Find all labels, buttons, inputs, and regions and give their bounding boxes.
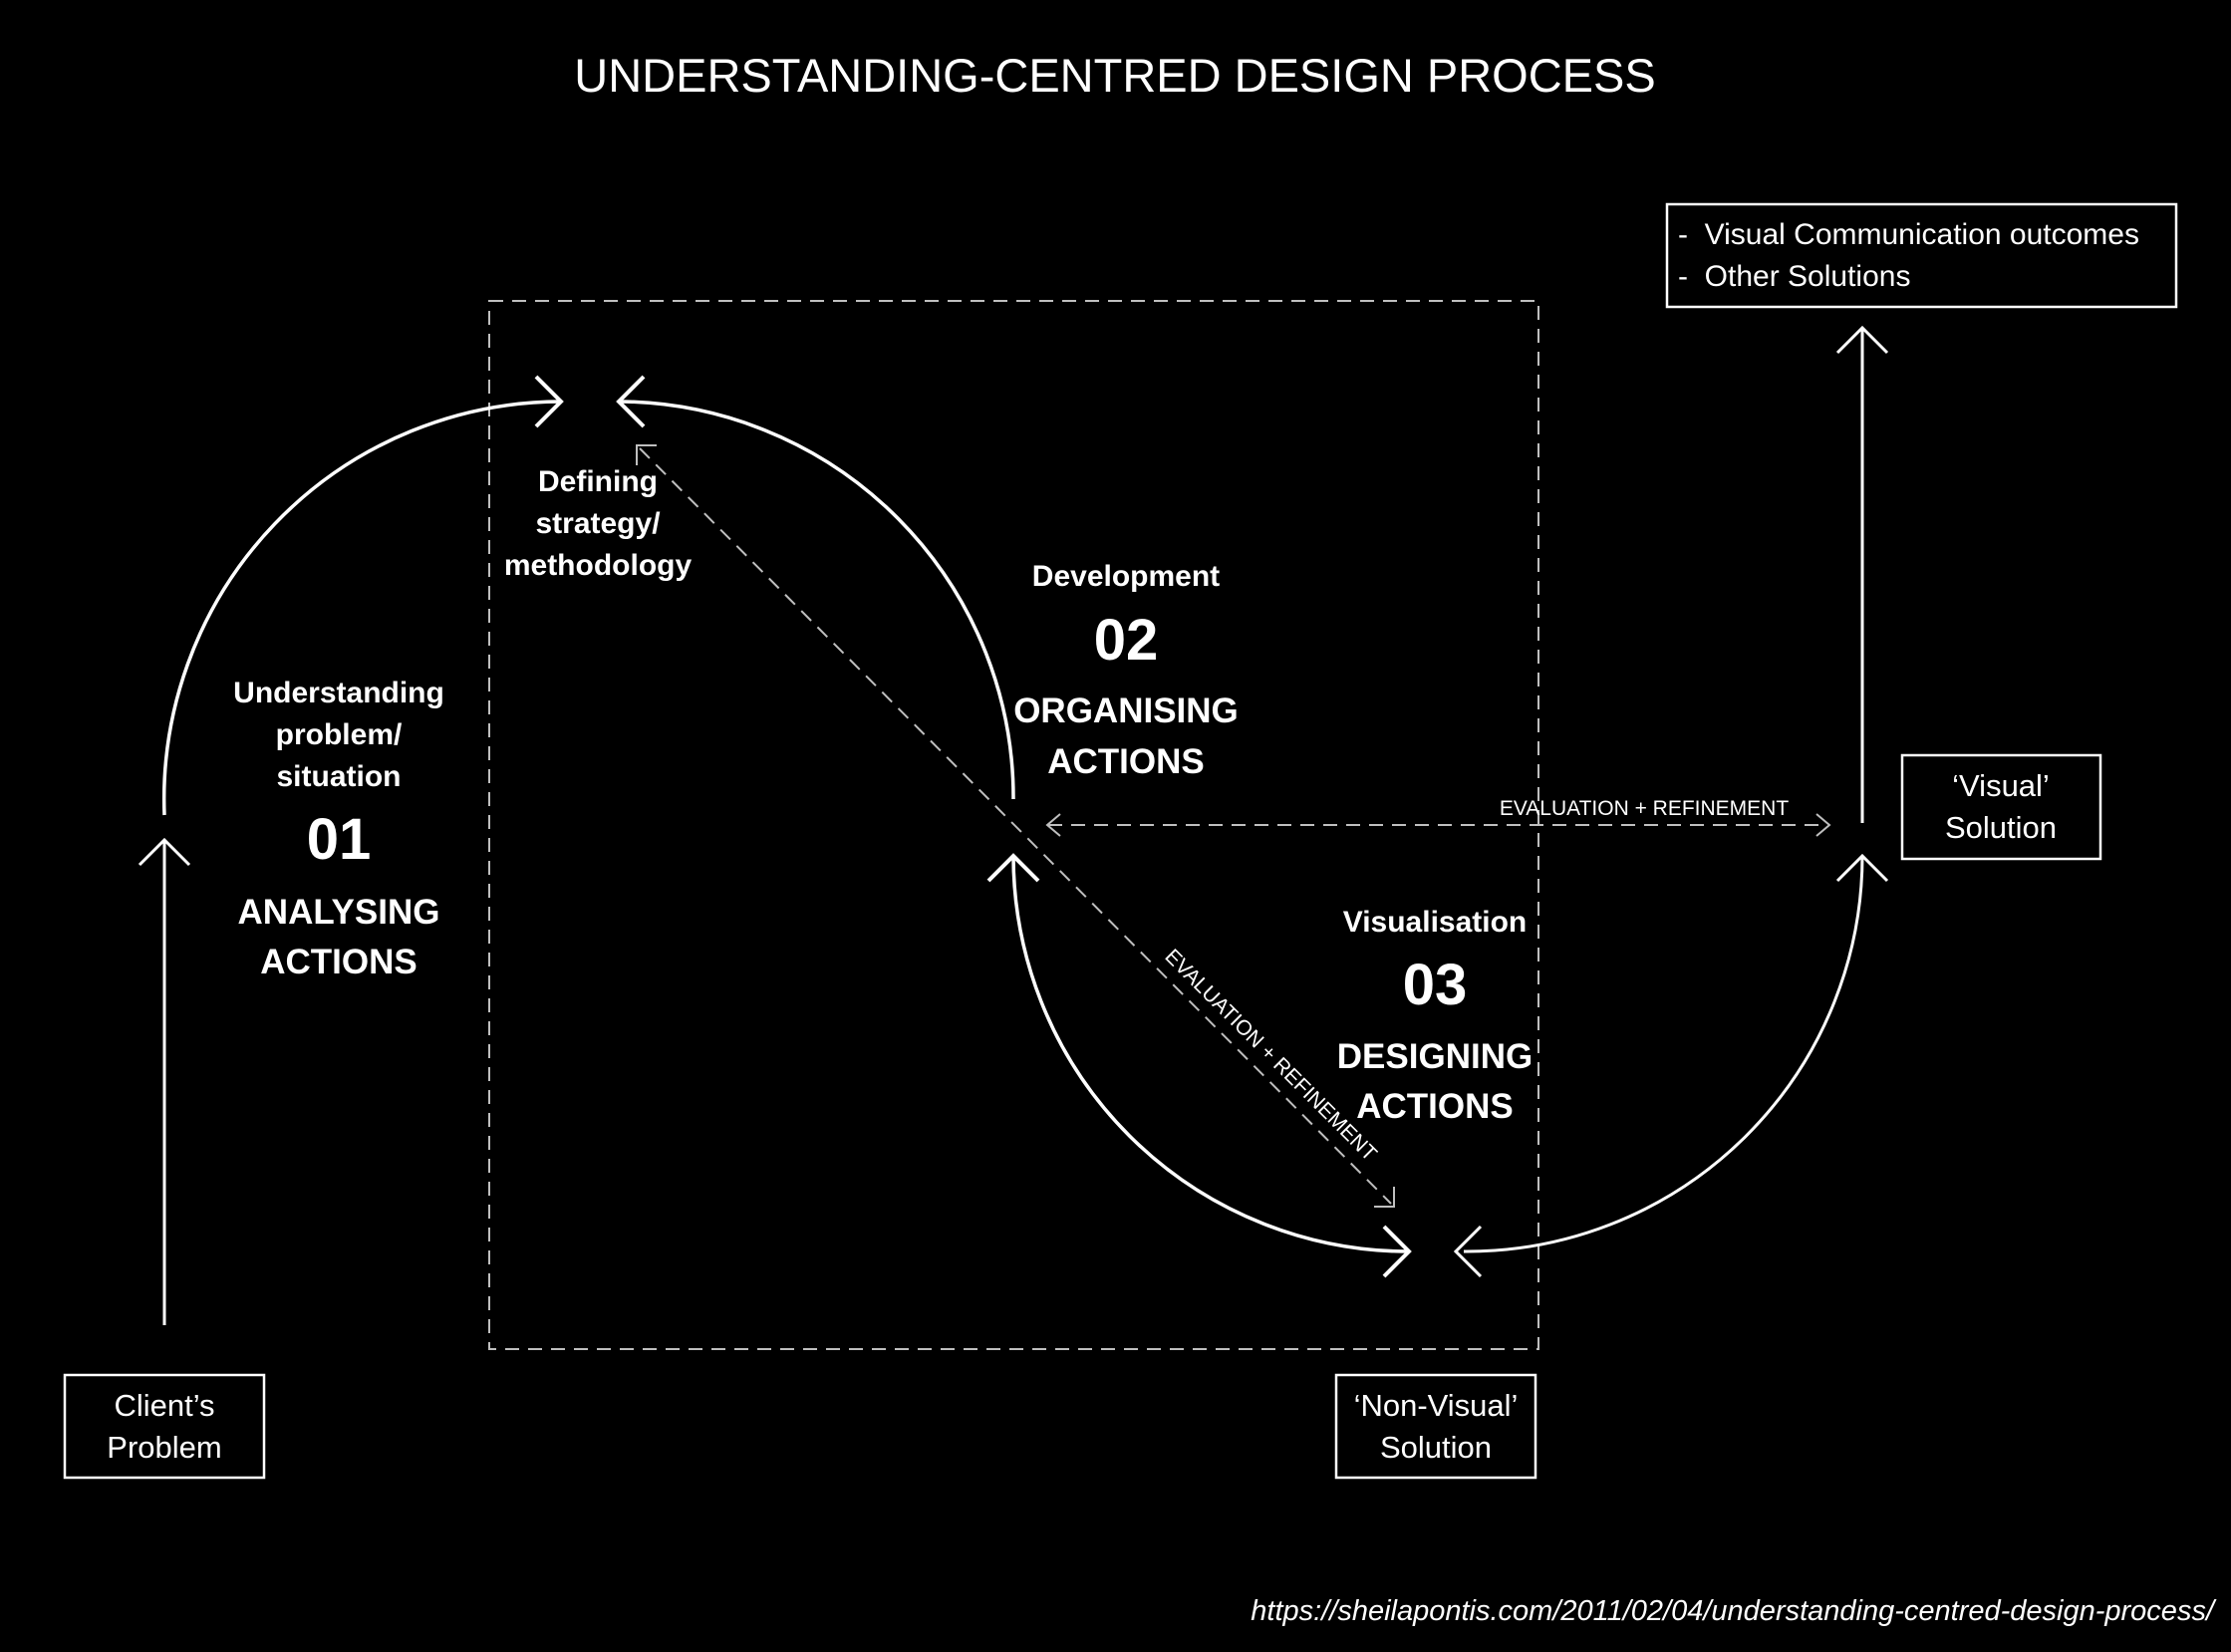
visual-solution-line-1: ‘Visual’: [1952, 768, 2050, 803]
stage-02-label-line-1: Development: [1032, 560, 1220, 593]
stage-01-analysing: Understanding problem/ situation 01 ANAL…: [233, 677, 444, 981]
client-problem-line-2: Problem: [107, 1430, 221, 1465]
stage-01-label-line-1: Understanding: [233, 677, 444, 709]
stage-01-action-line-2: ACTIONS: [260, 943, 418, 981]
visual-to-non-visual-arc-arrow: [1453, 853, 1889, 1278]
stage-03-action-line-2: ACTIONS: [1356, 1087, 1514, 1126]
client-problem-up-arrow: [138, 837, 191, 1325]
stage-01-label-line-3: situation: [277, 760, 402, 793]
outcomes-box: - Visual Communication outcomes - Other …: [1665, 202, 2178, 309]
non-visual-solution-line-2: Solution: [1380, 1430, 1492, 1465]
diagram-title: UNDERSTANDING-CENTRED DESIGN PROCESS: [574, 49, 1655, 102]
stage-03-designing: Visualisation 03 DESIGNING ACTIONS: [1337, 906, 1533, 1126]
non-visual-solution-box: ‘Non-Visual’ Solution: [1334, 1373, 1537, 1480]
designing-arc-arrow: [986, 853, 1412, 1278]
stage-01-action-line-1: ANALYSING: [238, 893, 440, 932]
stage-03-label-line-1: Visualisation: [1343, 906, 1528, 939]
stage-02-action-line-2: ACTIONS: [1047, 742, 1205, 781]
client-problem-line-1: Client’s: [114, 1388, 214, 1423]
strategy-line-3: methodology: [504, 549, 693, 582]
strategy-line-2: strategy/: [535, 507, 661, 540]
analysing-arc-arrow: [161, 375, 564, 816]
client-problem-box: Client’s Problem: [63, 1373, 266, 1480]
strategy-line-1: Defining: [538, 465, 658, 498]
stage-01-label-line-2: problem/: [276, 718, 403, 751]
design-process-frame: [488, 300, 1539, 1350]
stage-02-organising: Development 02 ORGANISING ACTIONS: [1013, 560, 1239, 781]
source-url: https://sheilapontis.com/2011/02/04/unde…: [1251, 1595, 2217, 1627]
non-visual-solution-line-1: ‘Non-Visual’: [1354, 1388, 1519, 1423]
horizontal-evaluation-label: EVALUATION + REFINEMENT: [1500, 797, 1790, 820]
stage-03-action-line-1: DESIGNING: [1337, 1037, 1533, 1076]
stage-03-number: 03: [1403, 953, 1468, 1017]
visual-solution-line-2: Solution: [1945, 810, 2057, 845]
visual-solution-box: ‘Visual’ Solution: [1900, 753, 2102, 861]
diagonal-evaluation-arrow: [636, 444, 1395, 1208]
organising-arc-arrow: [616, 375, 1015, 800]
strategy-label: Defining strategy/ methodology: [504, 465, 693, 582]
visual-solution-to-outcomes-arrow: [1835, 325, 1889, 823]
horizontal-evaluation-arrow: [1045, 813, 1831, 837]
outcome-item-other-solutions: - Other Solutions: [1678, 260, 1910, 293]
outcome-item-visual-communication: - Visual Communication outcomes: [1678, 218, 2139, 251]
stage-02-number: 02: [1094, 608, 1159, 673]
stage-02-action-line-1: ORGANISING: [1013, 691, 1239, 730]
stage-01-number: 01: [307, 807, 372, 872]
